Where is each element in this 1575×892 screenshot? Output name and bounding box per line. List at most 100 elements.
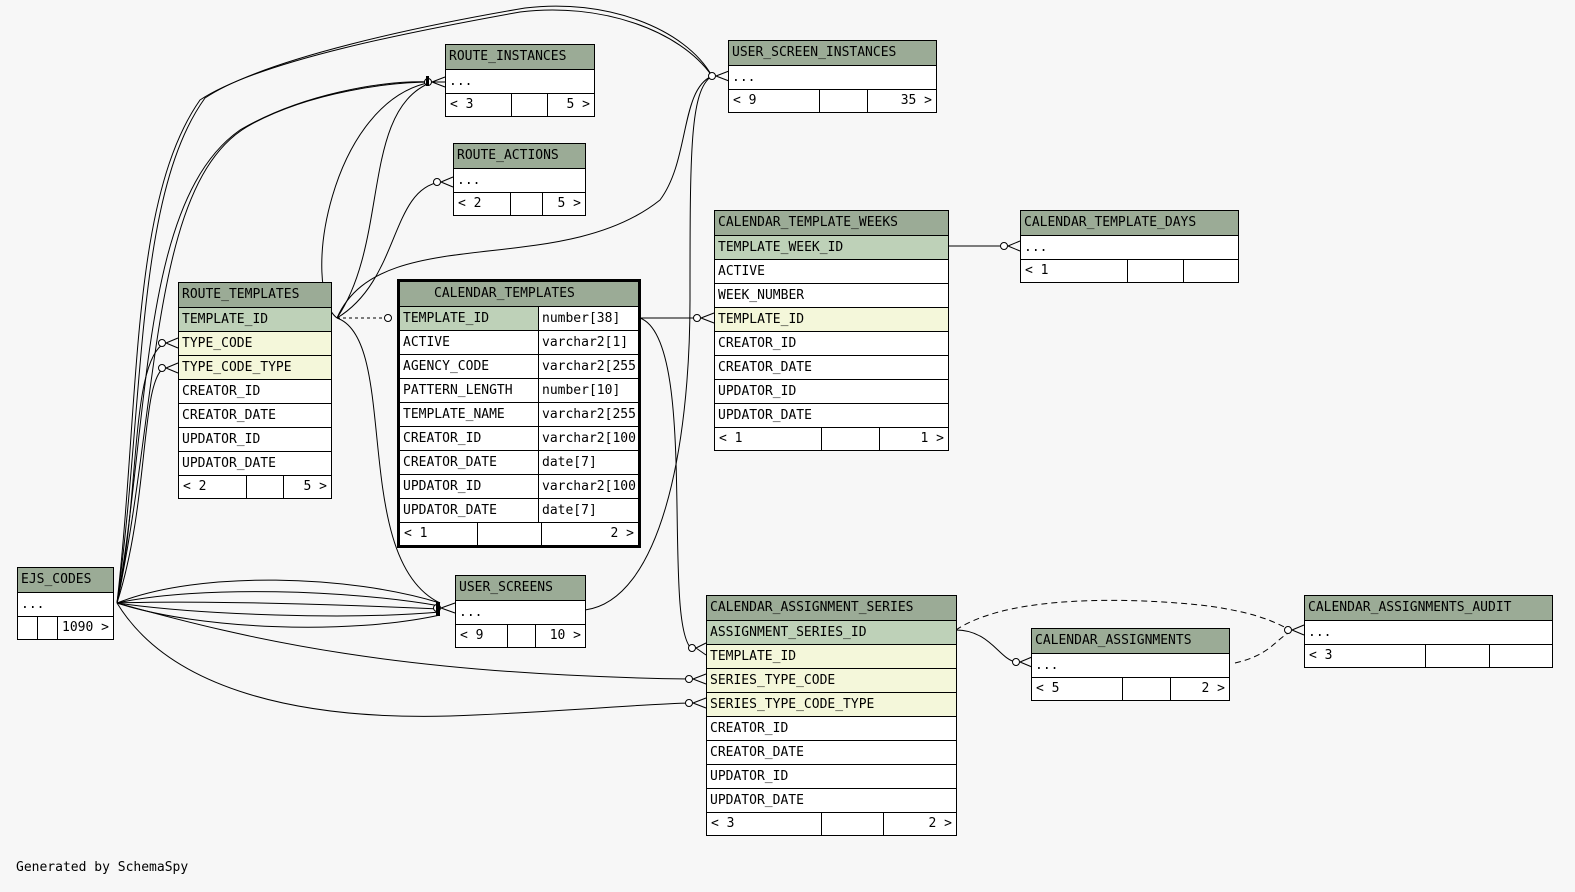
table-row-primary-key[interactable]: TEMPLATE_WEEK_ID [715, 236, 948, 260]
table-row[interactable]: ... [18, 593, 113, 617]
children-count[interactable]: 5 > [557, 196, 581, 211]
table-row[interactable]: UPDATOR_DATE [707, 789, 956, 813]
table-row[interactable]: UPDATOR_DATE [179, 452, 331, 476]
edge-ejs-route-instances-2 [116, 81, 433, 604]
table-calendar-assignments-audit[interactable]: CALENDAR_ASSIGNMENTS_AUDIT ... < 3 [1304, 595, 1553, 668]
table-row-foreign-key[interactable]: SERIES_TYPE_CODE_TYPE [707, 693, 956, 717]
parents-count[interactable]: < 1 [400, 523, 478, 545]
table-route-templates[interactable]: ROUTE_TEMPLATES TEMPLATE_ID TYPE_CODE TY… [178, 282, 332, 499]
table-row-primary-key[interactable]: ASSIGNMENT_SERIES_ID [707, 621, 956, 645]
table-user-screens[interactable]: USER_SCREENS ... < 9 10 > [455, 575, 586, 648]
table-row[interactable]: ... [454, 169, 585, 193]
parents-count[interactable]: < 1 [1021, 260, 1128, 282]
table-row-foreign-key[interactable]: SERIES_TYPE_CODE [707, 669, 956, 693]
table-row[interactable]: CREATOR_ID [179, 380, 331, 404]
parents-count[interactable]: < 5 [1032, 678, 1123, 700]
edge-cas-audit [955, 599, 1291, 631]
parents-count[interactable]: < 3 [446, 94, 512, 116]
children-count[interactable]: 2 > [610, 526, 634, 541]
table-title[interactable]: CALENDAR_TEMPLATE_WEEKS [715, 211, 948, 236]
table-row-primary-key[interactable]: TEMPLATE_ID number[38] [400, 307, 638, 331]
children-count[interactable]: 2 > [1201, 681, 1225, 696]
table-title[interactable]: CALENDAR_ASSIGNMENTS_AUDIT [1305, 596, 1552, 621]
table-row[interactable]: CREATOR_DATE [707, 741, 956, 765]
table-title[interactable]: CALENDAR_ASSIGNMENT_SERIES [707, 596, 956, 621]
table-calendar-template-days[interactable]: CALENDAR_TEMPLATE_DAYS ... < 1 [1020, 210, 1239, 283]
table-row[interactable]: CREATOR_ID [715, 332, 948, 356]
table-row[interactable]: UPDATOR_ID [715, 380, 948, 404]
crow-foot [1007, 240, 1021, 252]
table-row-foreign-key[interactable]: TYPE_CODE_TYPE [179, 356, 331, 380]
fk-marker [1284, 626, 1292, 634]
table-row-foreign-key[interactable]: TEMPLATE_ID [707, 645, 956, 669]
table-row[interactable]: CREATOR_DATE [715, 356, 948, 380]
table-row[interactable]: ACTIVE varchar2[1] [400, 331, 638, 355]
table-row[interactable]: ... [446, 70, 594, 94]
parents-count[interactable]: < 3 [1305, 645, 1426, 667]
edge-ejs-route-instances [116, 81, 433, 604]
children-count[interactable]: 5 > [566, 97, 590, 112]
table-row[interactable]: CREATOR_DATE [179, 404, 331, 428]
table-title[interactable]: CALENDAR_TEMPLATES [400, 282, 638, 307]
table-calendar-template-weeks[interactable]: CALENDAR_TEMPLATE_WEEKS TEMPLATE_WEEK_ID… [714, 210, 949, 451]
table-row[interactable]: CREATOR_ID [707, 717, 956, 741]
table-row[interactable]: UPDATOR_ID varchar2[100] [400, 475, 638, 499]
table-row[interactable]: ACTIVE [715, 260, 948, 284]
table-footer: < 1 2 > [400, 523, 638, 545]
table-row-foreign-key[interactable]: TEMPLATE_ID [715, 308, 948, 332]
table-row[interactable]: ... [456, 601, 585, 625]
table-calendar-assignment-series[interactable]: CALENDAR_ASSIGNMENT_SERIES ASSIGNMENT_SE… [706, 595, 957, 836]
children-count[interactable]: 1090 > [62, 620, 109, 635]
table-title[interactable]: CALENDAR_ASSIGNMENTS [1032, 629, 1229, 654]
parents-count[interactable]: < 3 [707, 813, 822, 835]
edge-ejs-cas-typetype [116, 602, 691, 717]
parents-count[interactable]: < 2 [179, 476, 247, 498]
table-row[interactable]: ... [1032, 654, 1229, 678]
table-row[interactable]: AGENCY_CODE varchar2[255] [400, 355, 638, 379]
edge-us-usi [584, 75, 713, 611]
children-count[interactable]: 35 > [900, 93, 932, 108]
table-row[interactable]: PATTERN_LENGTH number[10] [400, 379, 638, 403]
parents-count[interactable]: < 2 [454, 193, 511, 215]
children-count[interactable]: 5 > [303, 479, 327, 494]
parents-count[interactable]: < 9 [729, 90, 820, 112]
table-row[interactable]: CREATOR_DATE date[7] [400, 451, 638, 475]
table-row[interactable]: UPDATOR_DATE [715, 404, 948, 428]
table-footer: < 9 10 > [456, 625, 585, 647]
table-row-primary-key[interactable]: TEMPLATE_ID [179, 308, 331, 332]
table-row[interactable]: ... [1305, 621, 1552, 645]
table-row[interactable]: UPDATOR_DATE date[7] [400, 499, 638, 523]
table-title[interactable]: CALENDAR_TEMPLATE_DAYS [1021, 211, 1238, 236]
table-title[interactable]: EJS_CODES [18, 568, 113, 593]
table-row[interactable]: UPDATOR_ID [707, 765, 956, 789]
table-user-screen-instances[interactable]: USER_SCREEN_INSTANCES ... < 9 35 > [728, 40, 937, 113]
table-title[interactable]: USER_SCREENS [456, 576, 585, 601]
children-count[interactable]: 1 > [920, 431, 944, 446]
table-row[interactable]: UPDATOR_ID [179, 428, 331, 452]
table-title[interactable]: USER_SCREEN_INSTANCES [729, 41, 936, 66]
columns-count [512, 94, 548, 116]
multi-edge-marker [426, 76, 429, 86]
table-route-instances[interactable]: ROUTE_INSTANCES ... < 3 5 > [445, 44, 595, 117]
fk-marker [433, 178, 441, 186]
table-row[interactable]: ... [1021, 236, 1238, 260]
table-row[interactable]: TEMPLATE_NAME varchar2[255] [400, 403, 638, 427]
table-row[interactable]: CREATOR_ID varchar2[100] [400, 427, 638, 451]
table-row-foreign-key[interactable]: TYPE_CODE [179, 332, 331, 356]
parents-count[interactable]: < 1 [715, 428, 822, 450]
children-count[interactable]: 10 > [549, 628, 581, 643]
table-calendar-templates[interactable]: CALENDAR_TEMPLATES TEMPLATE_ID number[38… [397, 279, 641, 548]
table-title[interactable]: ROUTE_ACTIONS [454, 144, 585, 169]
table-route-actions[interactable]: ROUTE_ACTIONS ... < 2 5 > [453, 143, 586, 216]
table-row[interactable]: ... [729, 66, 936, 90]
parents-count[interactable]: < 9 [456, 625, 508, 647]
table-ejs-codes[interactable]: EJS_CODES ... 1090 > [17, 567, 114, 640]
children-count [1490, 645, 1552, 667]
edge-ejs-route-templates-type [116, 342, 166, 604]
table-title[interactable]: ROUTE_INSTANCES [446, 45, 594, 70]
table-title[interactable]: ROUTE_TEMPLATES [179, 283, 331, 308]
table-row[interactable]: WEEK_NUMBER [715, 284, 948, 308]
children-count[interactable]: 2 > [928, 816, 952, 831]
table-calendar-assignments[interactable]: CALENDAR_ASSIGNMENTS ... < 5 2 > [1031, 628, 1230, 701]
